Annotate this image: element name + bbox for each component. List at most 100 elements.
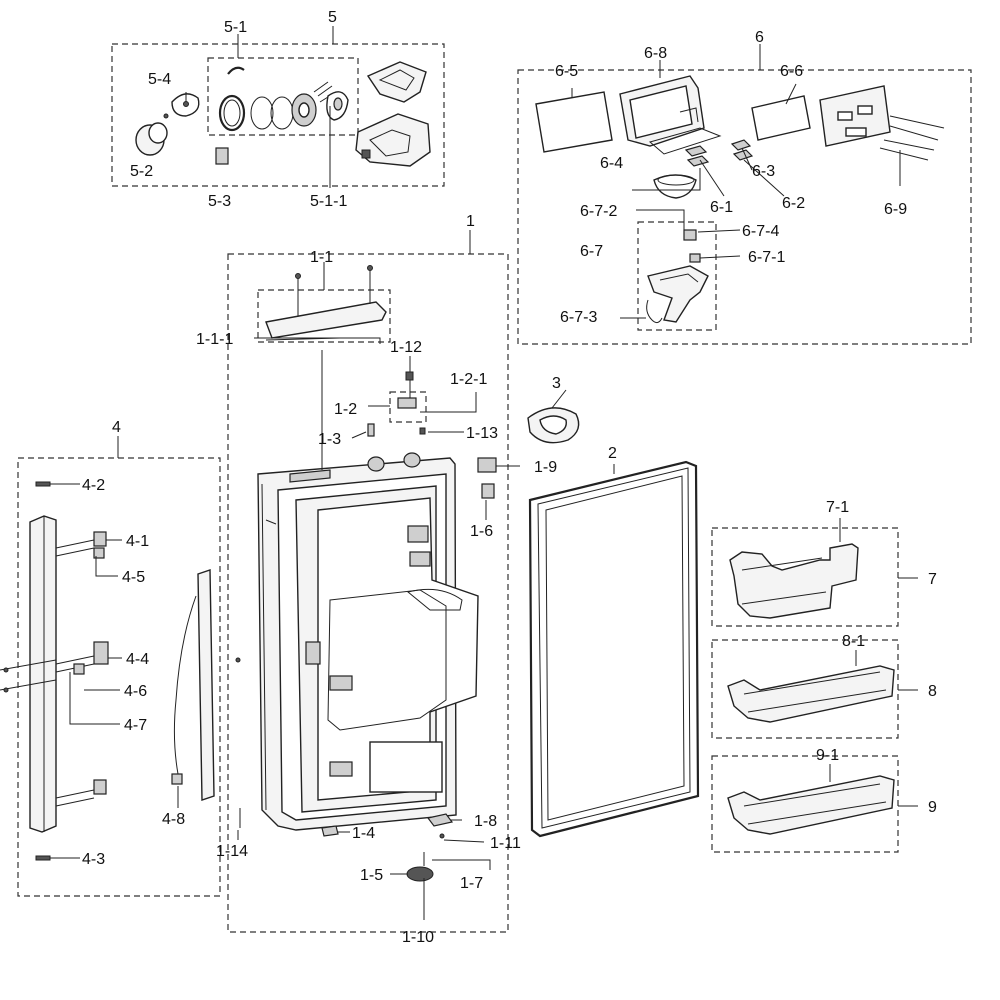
- part-1-door-liner: [317, 497, 479, 801]
- label-6-3: 6-3: [752, 163, 775, 180]
- part-4-1: [93, 531, 107, 547]
- group-7-box: [711, 527, 899, 627]
- part-1-12-screw: [405, 371, 414, 381]
- label-1-14: 1-14: [216, 843, 248, 860]
- label-5-3: 5-3: [208, 193, 231, 210]
- label-3: 3: [552, 375, 561, 392]
- part-4-5: [93, 547, 105, 559]
- label-1-2: 1-2: [334, 401, 357, 418]
- label-6-7-4: 6-7-4: [742, 223, 779, 240]
- label-8-1: 8-1: [842, 633, 865, 650]
- part-5-1-ring-c: [270, 96, 294, 130]
- group-8-box: [711, 639, 899, 739]
- label-6-8: 6-8: [644, 45, 667, 62]
- label-4-2: 4-2: [82, 477, 105, 494]
- part-4-8-strip: [197, 569, 215, 801]
- label-6-2: 6-2: [782, 195, 805, 212]
- gasket-and-hose: [527, 407, 700, 838]
- label-7-1: 7-1: [826, 499, 849, 516]
- label-6-6: 6-6: [780, 63, 803, 80]
- label-6-7: 6-7: [580, 243, 603, 260]
- label-1-9: 1-9: [534, 459, 557, 476]
- label-1-4: 1-4: [352, 825, 375, 842]
- group-5-parts: [135, 61, 431, 167]
- label-1-7: 1-7: [460, 875, 483, 892]
- part-1-door-pocket: [369, 741, 443, 793]
- label-6-7-1: 6-7-1: [748, 249, 785, 266]
- group-4-box: [17, 457, 221, 897]
- label-9-1: 9-1: [816, 747, 839, 764]
- group-boxes: [17, 43, 972, 933]
- part-1-11-screw: [439, 833, 445, 839]
- label-1-1: 1-1: [310, 249, 333, 266]
- part-6-2: [732, 149, 754, 161]
- part-8-1-bin: [727, 665, 895, 723]
- bins: [727, 543, 895, 835]
- label-8: 8: [928, 683, 937, 700]
- label-4-8: 4-8: [162, 811, 185, 828]
- label-9: 9: [928, 799, 937, 816]
- label-6-9: 6-9: [884, 201, 907, 218]
- part-1-2-hinge: [397, 397, 417, 409]
- label-6: 6: [755, 29, 764, 46]
- part-4-2: [35, 481, 51, 487]
- label-1: 1: [466, 213, 475, 230]
- label-1-11: 1-11: [490, 835, 521, 852]
- part-5-1-ring-a: [218, 94, 246, 132]
- group-6-parts: [535, 75, 945, 324]
- label-1-6: 1-6: [470, 523, 493, 540]
- label-1-13: 1-13: [466, 425, 498, 442]
- label-4-1: 4-1: [126, 533, 149, 550]
- part-5-3-clip: [215, 147, 229, 165]
- label-6-5: 6-5: [555, 63, 578, 80]
- part-6-7-3-spring: [646, 299, 663, 324]
- part-6-9-housing: [819, 85, 891, 147]
- part-5-1-spring: [227, 66, 245, 75]
- part-6-4-funnel: [653, 174, 697, 199]
- part-4-bracket-lower: [93, 779, 107, 795]
- label-4-7: 4-7: [124, 717, 147, 734]
- label-6-1: 6-1: [710, 199, 733, 216]
- part-6-7-lever: [647, 265, 709, 323]
- part-1-13-screw: [419, 427, 426, 435]
- label-1-8: 1-8: [474, 813, 497, 830]
- part-1-3-pin: [367, 423, 375, 437]
- label-5-2: 5-2: [130, 163, 153, 180]
- group-5-1-box: [207, 57, 359, 136]
- label-4-3: 4-3: [82, 851, 105, 868]
- label-4-6: 4-6: [124, 683, 147, 700]
- part-4-3: [35, 855, 51, 861]
- part-9-1-bin: [727, 775, 895, 835]
- part-5-housing-upper: [366, 61, 427, 103]
- group-9-box: [711, 755, 899, 853]
- group-6-7-box: [637, 221, 717, 331]
- group-1-2-box: [389, 391, 427, 423]
- label-5-1: 5-1: [224, 19, 247, 36]
- label-6-7-3: 6-7-3: [560, 309, 597, 326]
- part-5-1-ring-b: [250, 96, 274, 130]
- group-4-parts: [0, 481, 215, 861]
- part-6-1: [684, 145, 708, 157]
- label-1-1-1: 1-1-1: [196, 331, 233, 348]
- part-5-housing-lower: [355, 113, 431, 167]
- part-6-5-panel: [535, 91, 613, 153]
- group-1-box: [227, 253, 509, 933]
- group-5-box: [111, 43, 445, 187]
- part-1-8: [426, 813, 454, 827]
- label-6-7-2: 6-7-2: [580, 203, 617, 220]
- part-4-8-cable: [173, 595, 197, 775]
- part-7-1-bin: [729, 543, 859, 619]
- label-1-12: 1-12: [390, 339, 422, 356]
- part-1-6: [481, 483, 495, 499]
- group-6-box: [517, 69, 972, 345]
- part-2-gasket: [528, 460, 700, 838]
- part-4-6: [73, 663, 85, 675]
- part-6-7-2: [683, 229, 697, 241]
- label-1-5: 1-5: [360, 867, 383, 884]
- part-1-1-bracket: [265, 301, 387, 339]
- label-1-10: 1-10: [402, 929, 434, 946]
- label-1-3: 1-3: [318, 431, 341, 448]
- label-6-4: 6-4: [600, 155, 623, 172]
